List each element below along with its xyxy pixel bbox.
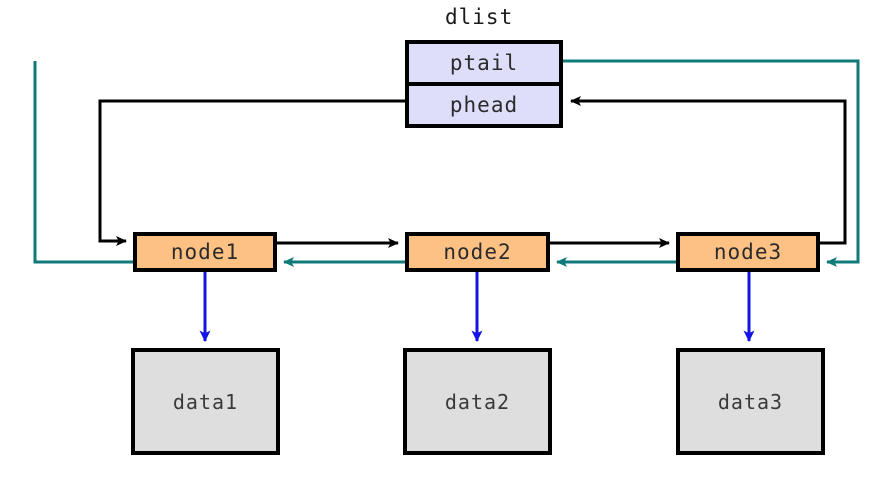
- wire-ptail-to-node1-left: [33, 61, 133, 264]
- node-label-node1: node1: [170, 240, 240, 264]
- wire-phead-to-node1: [98, 99, 405, 246]
- data-label-data2: data2: [444, 389, 511, 414]
- dlist-caption: dlist: [445, 5, 514, 29]
- dlist-struct-box: ptail phead: [405, 40, 563, 128]
- data-label-data1: data1: [172, 389, 239, 414]
- wire-ptail-to-node3: [563, 59, 860, 267]
- data-box-data3: data3: [676, 348, 825, 455]
- data-box-data2: data2: [403, 348, 552, 455]
- node-box-node3: node3: [676, 232, 820, 272]
- node-box-node1: node1: [133, 232, 277, 272]
- dlist-field-phead-label: phead: [449, 93, 519, 117]
- node-label-node2: node2: [443, 240, 512, 264]
- node-box-node2: node2: [405, 232, 550, 272]
- dlist-field-ptail-label: ptail: [449, 51, 519, 75]
- dlist-field-ptail: ptail: [409, 44, 559, 86]
- data-label-data3: data3: [717, 389, 784, 414]
- dlist-field-phead: phead: [409, 86, 559, 124]
- node-label-node3: node3: [713, 240, 783, 264]
- wire-node3-to-phead: [570, 96, 847, 245]
- data-box-data1: data1: [131, 348, 280, 455]
